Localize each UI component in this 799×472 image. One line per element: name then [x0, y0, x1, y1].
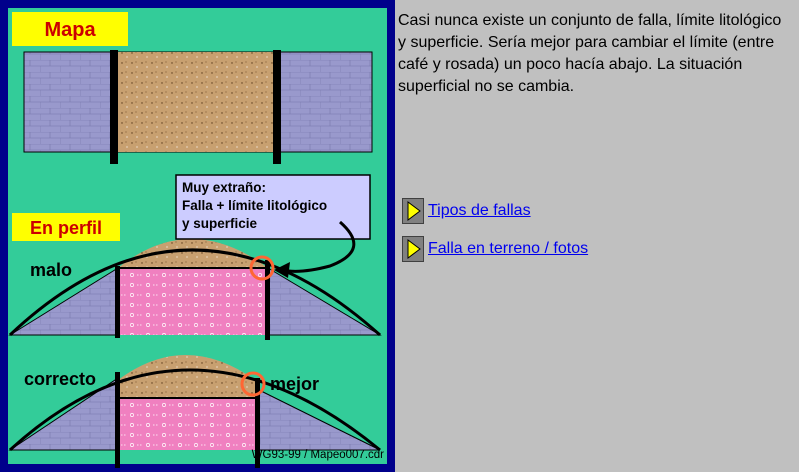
description-text: Casi nunca existe un conjunto de falla, …: [398, 12, 782, 95]
figure-credit: WG93-99 / Mapeo007.cdr: [252, 449, 384, 461]
callout-line-1: Muy extraño:: [182, 180, 266, 195]
label-mapa-box: [12, 12, 128, 46]
callout-line-2: Falla + límite litológico: [182, 198, 327, 213]
label-en-perfil: En perfil: [30, 218, 102, 238]
callout-box: [175, 174, 371, 240]
callout-line-3: y superficie: [182, 216, 258, 231]
geology-figure: Mapa En perfil malo correcto: [0, 0, 395, 472]
label-en-perfil-box: [12, 213, 120, 241]
label-mejor: mejor: [270, 374, 319, 394]
play-arrow-icon[interactable]: [402, 236, 424, 262]
link-row-falla-en-terreno: Falla en terreno / fotos: [402, 236, 588, 262]
play-arrow-icon[interactable]: [402, 198, 424, 224]
label-correcto: correcto: [24, 369, 96, 389]
label-mapa: Mapa: [44, 19, 96, 41]
arrow-head-icon: [274, 262, 290, 278]
label-malo: malo: [30, 260, 72, 280]
figure-drawing: Mapa En perfil malo correcto: [8, 8, 387, 468]
link-tipos-de-fallas[interactable]: Tipos de fallas: [428, 202, 531, 219]
link-falla-en-terreno-fotos[interactable]: Falla en terreno / fotos: [428, 240, 589, 257]
link-row-tipos-de-fallas: Tipos de fallas: [402, 198, 531, 224]
